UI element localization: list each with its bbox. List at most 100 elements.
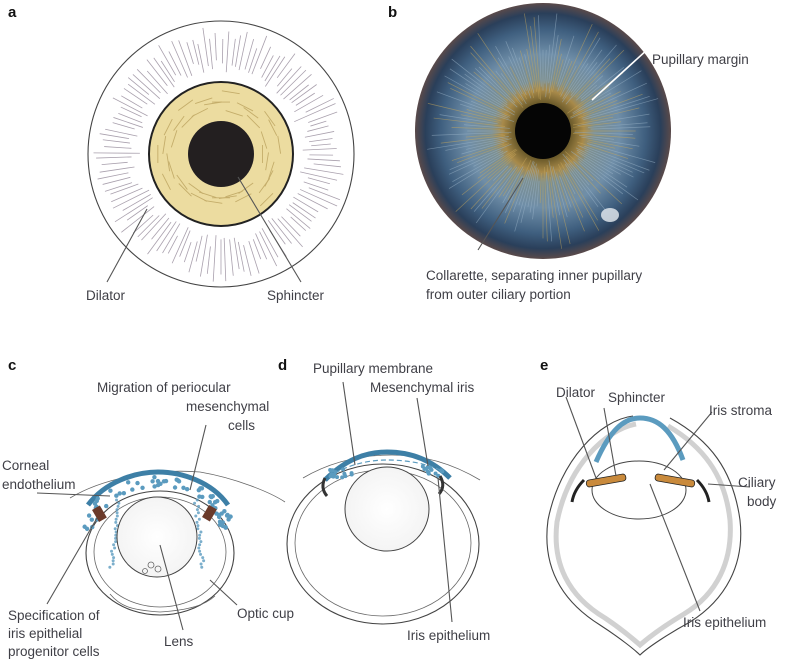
iris-streak <box>576 75 604 101</box>
dilator-fiber <box>123 88 148 105</box>
sphincter-label-e: Sphincter <box>608 390 666 405</box>
iris-streak <box>548 35 559 94</box>
iris-streak <box>578 161 601 180</box>
mesenchymal-cell <box>175 478 181 483</box>
mesenchymal-cell <box>199 562 203 566</box>
iris-streak <box>518 57 531 91</box>
sphincter-fiber <box>265 152 269 171</box>
mesenchymal-cell <box>196 527 200 531</box>
sphincter-fiber <box>166 153 171 172</box>
dilator-fiber <box>231 38 236 66</box>
dilator-fiber <box>118 112 143 124</box>
mesenchymal-cell <box>196 524 200 528</box>
panel-a: a Dilator Sphincter <box>8 4 355 303</box>
sclera <box>553 421 733 649</box>
surface-ectoderm <box>302 454 481 481</box>
dilator-fiber <box>295 92 315 106</box>
iris-streak <box>577 151 614 175</box>
mesenchymal-cell <box>184 486 190 492</box>
dilator-fiber <box>261 55 274 78</box>
mesenchymal-iris-label: Mesenchymal iris <box>370 380 475 395</box>
migration-leader <box>189 424 207 491</box>
panel-e: e Dilator Sphincter Iris stroma Ciliary … <box>540 357 777 656</box>
mesenchymal-cell <box>111 559 115 563</box>
mesenchymal-cell <box>172 485 178 490</box>
mesenchymal-cell <box>116 504 120 508</box>
dilator-fiber <box>293 196 319 213</box>
dilator-fiber <box>168 51 182 76</box>
iris-streak <box>455 159 512 212</box>
photo-highlight <box>601 208 619 222</box>
mesenchymal-cell <box>113 546 117 550</box>
dilator-fiber <box>99 133 130 139</box>
iris-streak <box>529 167 538 213</box>
mesenchymal-cell <box>150 479 155 484</box>
mesenchymal-cell <box>195 498 199 502</box>
dilator-leader-e <box>565 396 597 479</box>
iris-streak <box>427 136 509 150</box>
dilator-fiber <box>136 69 161 94</box>
iris-epithelium-label-d: Iris epithelium <box>407 628 490 643</box>
iris-progenitor-right <box>202 504 217 522</box>
sphincter-fiber <box>170 130 178 148</box>
iris-streak <box>465 83 504 108</box>
sphincter-fiber <box>173 115 185 131</box>
dilator-fiber <box>96 156 132 159</box>
iris-streak <box>436 91 509 119</box>
iris-streak <box>552 166 568 218</box>
mesenchymal-cell <box>197 494 202 499</box>
iris-streak <box>569 91 621 118</box>
iris-streak <box>450 87 511 117</box>
iris-streak <box>479 148 517 174</box>
iris-streak <box>452 150 508 183</box>
iris-streak <box>568 163 606 211</box>
dilator-fiber <box>112 97 148 117</box>
lens-leader <box>159 544 184 631</box>
mesenchymal-cell <box>224 513 230 518</box>
dilator-fiber <box>277 218 303 248</box>
dilator-fiber <box>105 128 138 137</box>
iris-streak <box>493 165 509 181</box>
sphincter-fiber <box>176 174 188 190</box>
mesenchymal-cell <box>114 540 118 544</box>
dilator-fiber <box>120 106 142 118</box>
iris-streak <box>431 131 512 136</box>
iris-streak <box>470 45 524 108</box>
dilator-fiber <box>304 131 335 138</box>
sphincter-label: Sphincter <box>267 288 325 303</box>
iris-streak <box>551 166 571 245</box>
iris-streak <box>557 164 584 218</box>
iris-streak <box>577 141 629 159</box>
mesenchymal-cell <box>112 556 116 560</box>
iris-progenitor-left <box>92 505 107 523</box>
iris-streak <box>548 13 558 84</box>
dilator-fiber <box>114 197 153 223</box>
mesenchymal-cell <box>130 487 135 492</box>
dilator-fiber <box>146 59 168 86</box>
iris-stroma-label: Iris stroma <box>709 403 772 418</box>
sphincter-fiber <box>178 183 192 197</box>
optic-cup-leader <box>209 579 238 606</box>
dilator-fiber <box>238 31 248 71</box>
specification-label-1: Specification of <box>8 608 100 623</box>
iris-streak <box>557 58 570 92</box>
dilator-fiber <box>252 239 262 260</box>
iris-streak <box>570 62 598 96</box>
iris-streak <box>562 170 576 195</box>
mesenchymal-cell <box>152 474 157 480</box>
iris-streak <box>579 134 614 140</box>
dilator-fiber <box>122 194 151 211</box>
iris-streak <box>500 73 517 95</box>
iris-streak <box>478 66 516 104</box>
iris-streak <box>565 168 598 221</box>
sphincter-fiber <box>236 102 254 112</box>
specification-leader <box>46 517 98 605</box>
iris-stroma-leader <box>663 411 713 471</box>
mesenchymal-cell <box>110 549 114 553</box>
mesenchymal-cell <box>111 562 115 566</box>
mesenchymal-cell <box>214 511 219 516</box>
iris-streak <box>549 176 562 249</box>
mesenchymal-cell <box>121 491 127 496</box>
mesenchymal-cell <box>195 520 199 524</box>
mesenchymal-cell <box>197 546 201 550</box>
